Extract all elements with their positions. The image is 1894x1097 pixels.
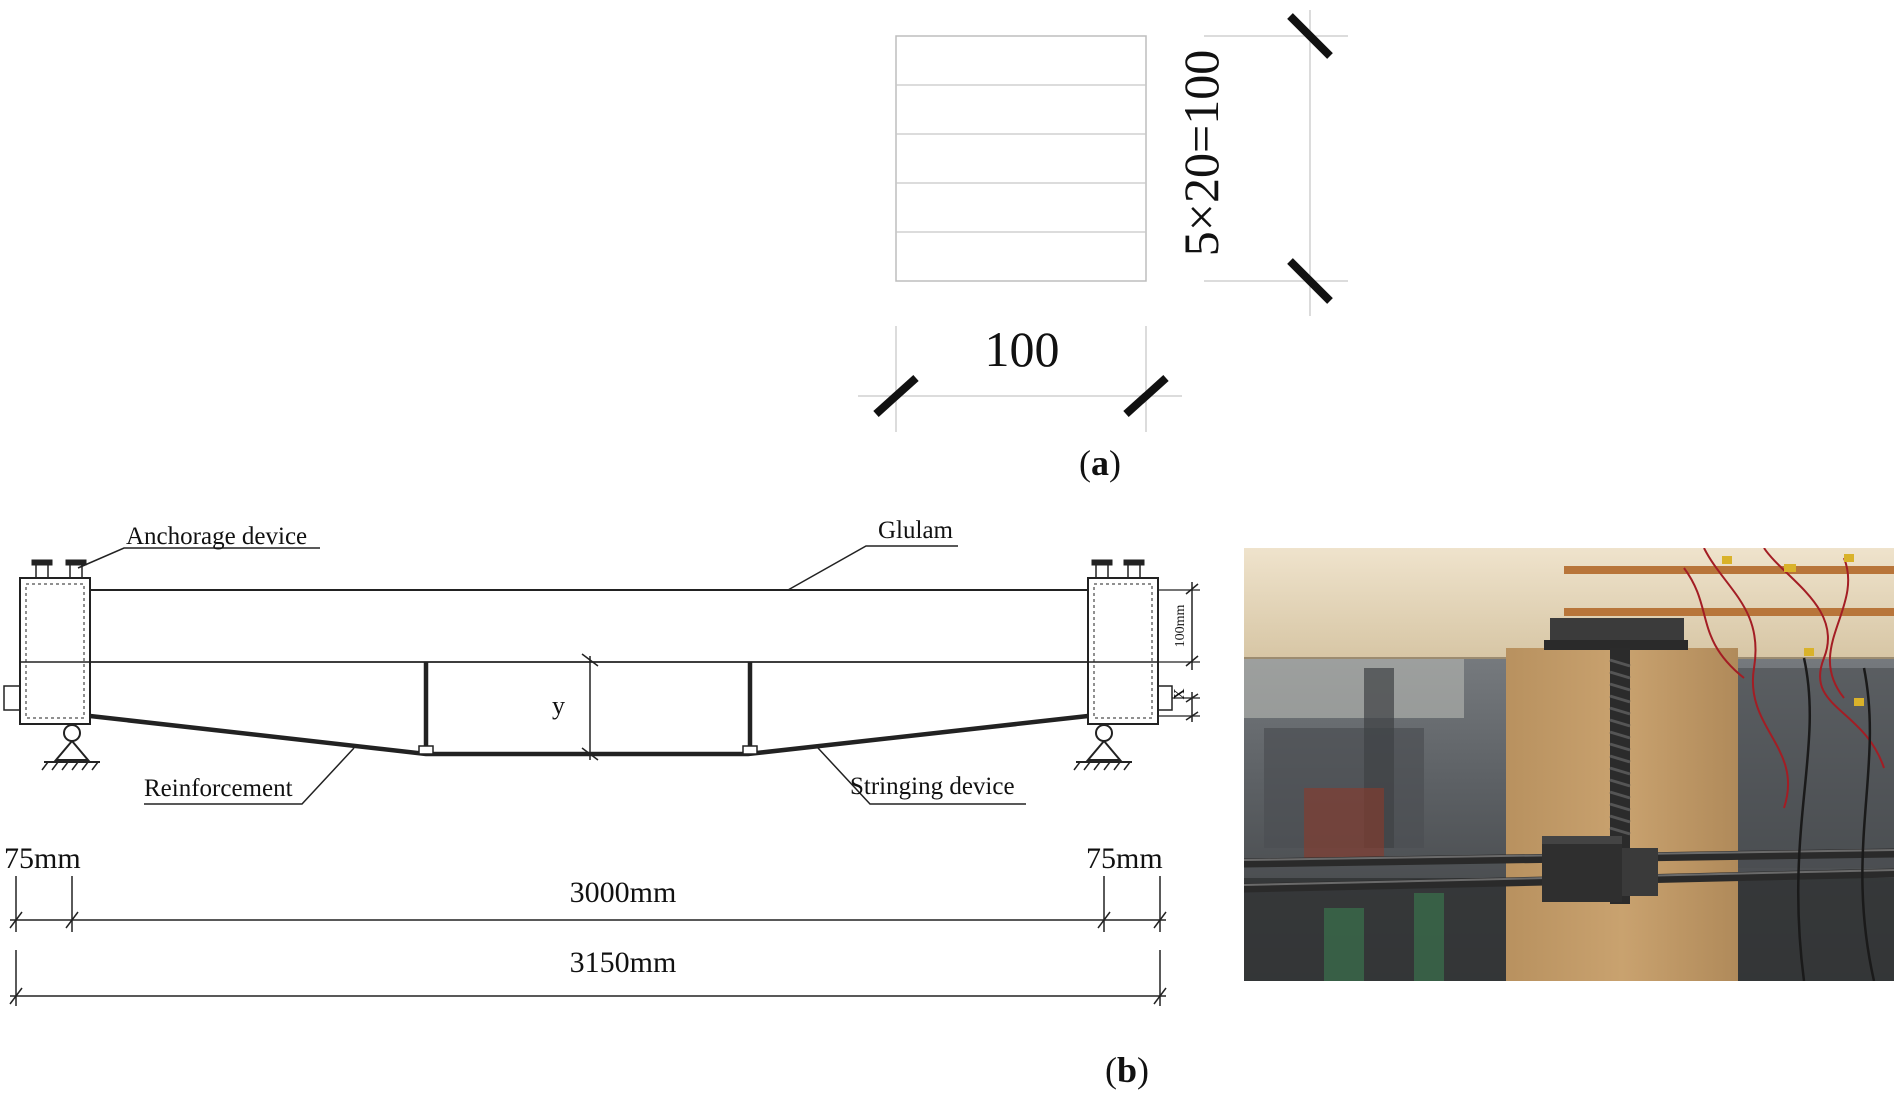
caption-a: (a) — [1079, 443, 1121, 483]
reinforcement-bar — [89, 713, 1089, 757]
anchorage-leader — [77, 547, 320, 569]
right-anchorage-block — [1087, 559, 1173, 725]
height-100mm-dimension — [1158, 582, 1200, 670]
strut-left — [418, 662, 434, 755]
glulam-leader — [787, 545, 958, 591]
y-label: y — [552, 691, 565, 720]
left-offset-label: 75mm — [4, 842, 81, 875]
x-label: x — [1164, 689, 1189, 700]
stringing-label: Stringing device — [850, 773, 1015, 800]
stringing-device-photo — [1244, 548, 1894, 981]
reinforcement-label: Reinforcement — [144, 775, 293, 802]
caption-a-letter: a — [1091, 443, 1109, 483]
y-dimension — [581, 653, 599, 761]
width-dimension: 100 — [858, 321, 1182, 432]
span-dimension-row — [9, 876, 1167, 932]
span-label: 3000mm — [570, 876, 677, 909]
caption-b-letter: b — [1117, 1050, 1137, 1090]
height-100mm-label: 100mm — [1173, 605, 1188, 648]
right-offset-label: 75mm — [1086, 842, 1163, 875]
left-anchorage-block — [3, 559, 91, 725]
panel-b-drawing — [3, 545, 1200, 1006]
anchorage-label: Anchorage device — [126, 523, 307, 550]
panel-a: 5×20=100 100 (a) — [858, 10, 1348, 483]
height-dimension-label: 5×20=100 — [1173, 50, 1229, 256]
cross-section-outline — [895, 35, 1147, 282]
total-dimension-row — [9, 950, 1167, 1006]
left-support — [41, 724, 100, 771]
photo-illustration — [1244, 548, 1894, 981]
right-support — [1073, 724, 1132, 771]
height-dimension: 5×20=100 — [1173, 10, 1348, 316]
glulam-label: Glulam — [878, 517, 954, 544]
stringing-leader — [817, 747, 1026, 805]
total-label: 3150mm — [570, 946, 677, 979]
panel-b-labels: Anchorage device Glulam Reinforcement St… — [4, 517, 1189, 1090]
caption-b: (b) — [1105, 1050, 1149, 1090]
width-dimension-label: 100 — [985, 321, 1060, 377]
x-dimension — [1158, 692, 1200, 722]
strut-right — [742, 662, 758, 755]
reinforcement-leader — [144, 747, 355, 805]
